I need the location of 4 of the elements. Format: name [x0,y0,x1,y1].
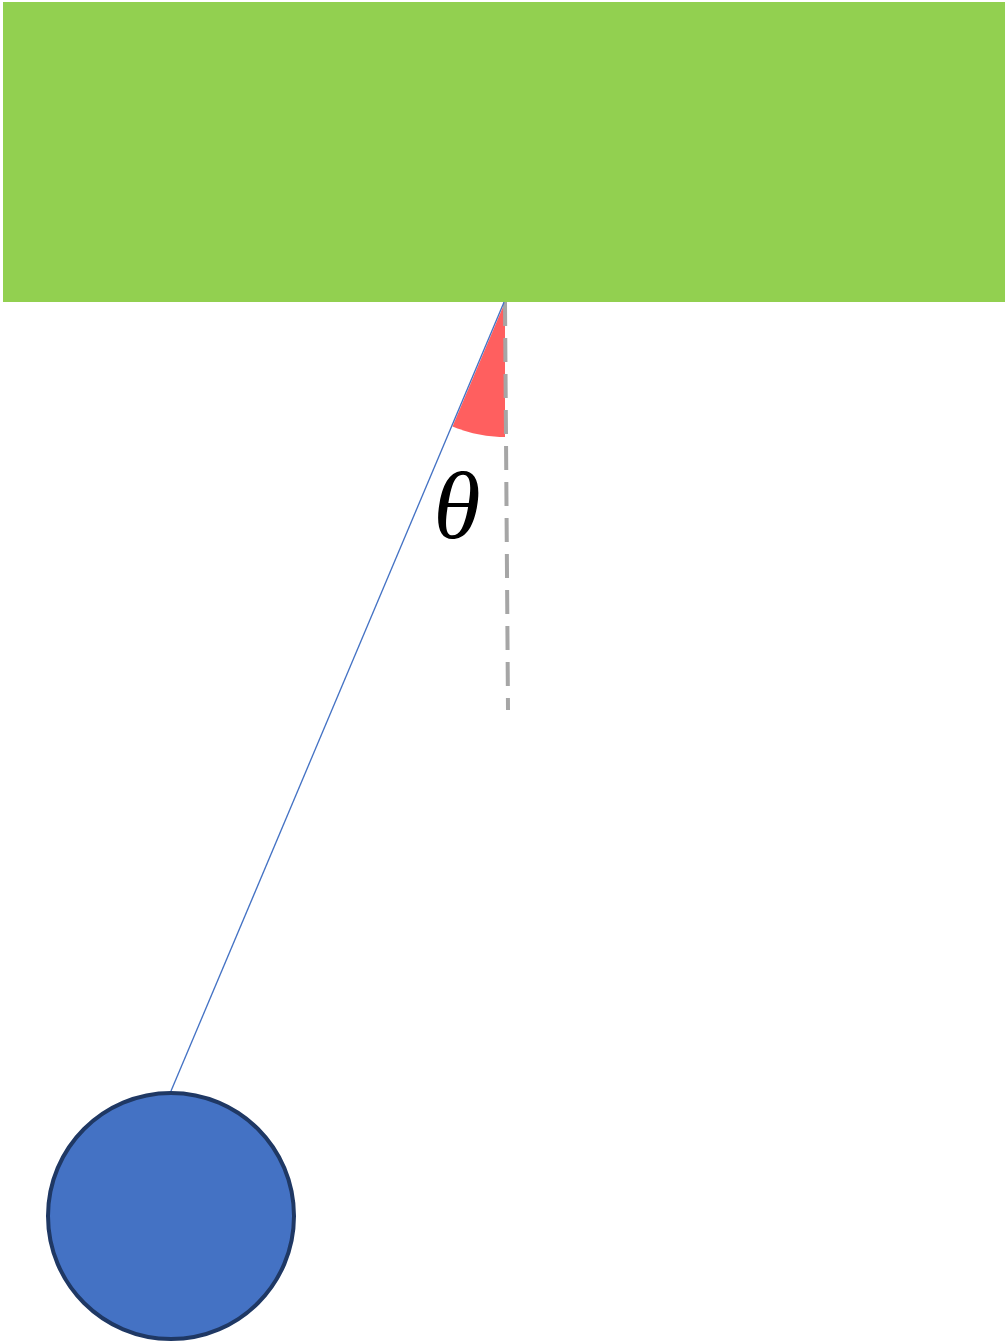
angle-label: θ [438,471,479,540]
ceiling-bar [3,2,1005,302]
pendulum-bob [46,1091,296,1341]
pendulum-string [170,301,505,1092]
